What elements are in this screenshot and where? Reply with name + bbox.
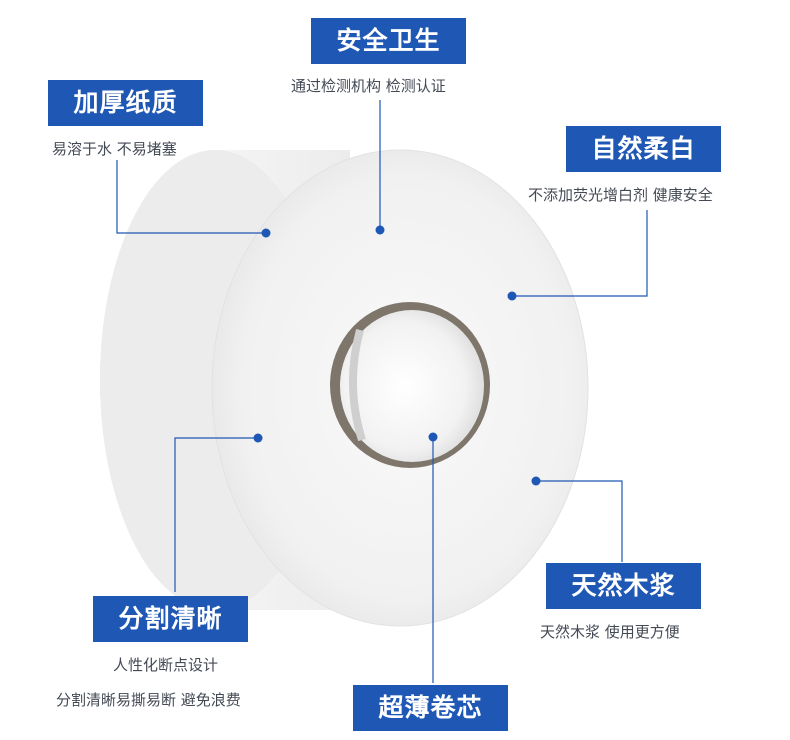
feature-desc-wood-pulp: 天然木浆 使用更方便 bbox=[540, 623, 680, 641]
dot-thick bbox=[261, 228, 271, 238]
feature-desc-thick: 易溶于水 不易堵塞 bbox=[52, 140, 177, 158]
feature-badge-safety: 安全卫生 bbox=[311, 18, 466, 64]
roll-core bbox=[330, 302, 490, 468]
feature-desc-perforation-line2: 分割清晰易撕易断 避免浪费 bbox=[56, 691, 241, 709]
feature-desc-perforation-line1: 人性化断点设计 bbox=[113, 656, 219, 674]
dot-natural-white bbox=[507, 291, 517, 301]
dot-core bbox=[428, 432, 438, 442]
dot-safety bbox=[375, 225, 385, 235]
dot-perforation bbox=[253, 433, 263, 443]
dot-wood-pulp bbox=[531, 476, 541, 486]
feature-badge-core: 超薄卷芯 bbox=[353, 685, 508, 731]
feature-badge-natural-white: 自然柔白 bbox=[566, 126, 721, 172]
callout-lines bbox=[116, 100, 648, 683]
feature-badge-perforation: 分割清晰 bbox=[93, 596, 248, 642]
feature-desc-safety: 通过检测机构 检测认证 bbox=[291, 77, 446, 95]
callout-dots bbox=[253, 225, 541, 486]
feature-badge-wood-pulp: 天然木浆 bbox=[546, 563, 701, 609]
feature-desc-natural-white: 不添加荧光增白剂 健康安全 bbox=[528, 186, 713, 204]
feature-badge-thick: 加厚纸质 bbox=[48, 80, 203, 126]
